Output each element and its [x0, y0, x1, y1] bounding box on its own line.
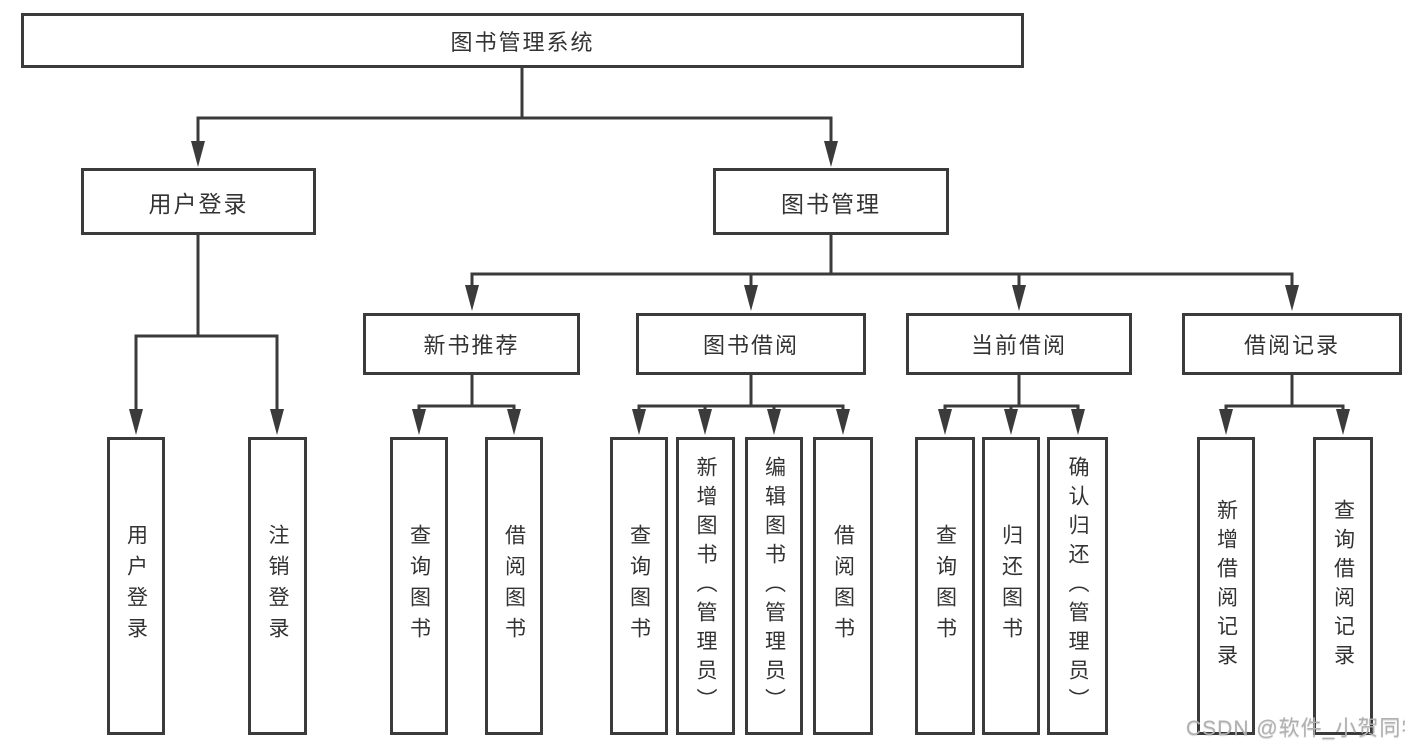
arrowhead: [270, 409, 284, 435]
node-label: 注销登录: [266, 524, 289, 648]
node-label: 当前借阅: [970, 333, 1067, 358]
node-label: 新增图书（管理员）: [694, 455, 717, 717]
arrowhead: [698, 409, 712, 435]
leaf-return-book: 归还图书: [982, 437, 1040, 735]
arrowhead: [191, 141, 205, 167]
arrowhead: [1285, 285, 1299, 311]
node-new-book-recommendation: 新书推荐: [363, 313, 580, 375]
arrowhead: [507, 409, 521, 435]
arrowhead: [836, 409, 850, 435]
arrowhead: [412, 409, 426, 435]
leaf-confirm-return-admin: 确认归还（管理员）: [1047, 437, 1108, 735]
node-current-borrowing: 当前借阅: [906, 313, 1132, 375]
node-label: 归还图书: [999, 524, 1023, 648]
leaf-user-login: 用户登录: [107, 437, 165, 735]
node-label: 确认归还（管理员）: [1066, 455, 1089, 717]
arrowheads: [129, 141, 1350, 435]
node-label: 查询图书: [933, 524, 957, 648]
node-borrowing-records: 借阅记录: [1182, 313, 1402, 375]
node-label: 图书借阅: [702, 333, 799, 358]
arrowhead: [465, 285, 479, 311]
node-label: 借阅图书: [831, 524, 855, 648]
leaf-borrow-books-under-borrowing: 借阅图书: [813, 437, 873, 735]
node-book-borrowing: 图书借阅: [636, 313, 866, 375]
arrowhead: [1071, 409, 1085, 435]
leaf-add-book-admin: 新增图书（管理员）: [676, 437, 735, 735]
arrowhead: [824, 141, 838, 167]
node-label: 借阅图书: [502, 524, 526, 648]
csdn-watermark: CSDN @软件_小贺同学: [1186, 717, 1405, 740]
node-label: 图书管理系统: [450, 29, 595, 55]
leaf-query-books-under-recommendation: 查询图书: [390, 437, 448, 735]
node-book-management-branch: 图书管理: [713, 168, 949, 235]
node-label: 查询图书: [407, 524, 431, 648]
node-label: 借阅记录: [1243, 333, 1340, 358]
node-label: 图书管理: [781, 190, 881, 217]
arrowhead: [1012, 285, 1026, 311]
node-label: 查询借阅记录: [1331, 499, 1355, 673]
arrowhead: [1004, 409, 1018, 435]
node-label: 用户登录: [148, 190, 249, 217]
node-label: 新增借阅记录: [1214, 499, 1238, 673]
leaf-edit-book-admin: 编辑图书（管理员）: [745, 437, 803, 735]
leaf-query-borrow-record: 查询借阅记录: [1313, 437, 1373, 735]
leaf-query-books-under-borrowing: 查询图书: [610, 437, 668, 735]
leaf-query-books-under-current: 查询图书: [915, 437, 975, 735]
arrowhead: [1219, 409, 1233, 435]
node-label: 编辑图书（管理员）: [762, 455, 786, 717]
leaf-borrow-books-under-recommendation: 借阅图书: [485, 437, 543, 735]
node-label: 用户登录: [124, 524, 148, 648]
leaf-logout: 注销登录: [248, 437, 307, 735]
arrowhead: [129, 409, 143, 435]
node-label: 查询图书: [627, 524, 651, 648]
arrowhead: [767, 409, 781, 435]
node-label: 新书推荐: [423, 333, 520, 358]
node-library-management-system: 图书管理系统: [21, 13, 1024, 68]
node-user-login-branch: 用户登录: [81, 168, 316, 235]
leaf-add-borrow-record: 新增借阅记录: [1197, 437, 1255, 735]
arrowhead: [744, 285, 758, 311]
arrowhead: [632, 409, 646, 435]
arrowhead: [1336, 409, 1350, 435]
arrowhead: [938, 409, 952, 435]
